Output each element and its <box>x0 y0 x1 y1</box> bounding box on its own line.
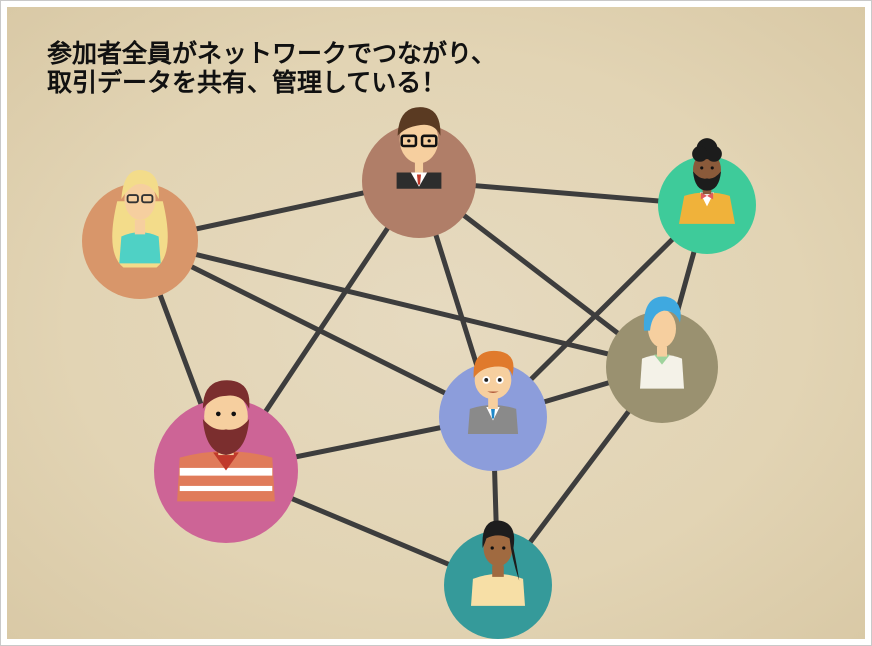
participant-node-left <box>82 170 198 299</box>
participant-node-bottom-left <box>154 380 298 543</box>
person-icon-woman-blue-hair <box>640 296 684 389</box>
slide-canvas: 参加者全員がネットワークでつながり、 取引データを共有、管理している！ <box>7 7 865 639</box>
slide-title-line-1: 参加者全員がネットワークでつながり、 <box>47 39 497 68</box>
person-icon-man-beard-bowtie <box>679 138 735 224</box>
person-icon-man-orange-hair-suit <box>467 350 519 434</box>
participant-node-top-center <box>362 107 476 238</box>
connection-line-left-center <box>137 238 496 420</box>
slide-title-line-2: 取引データを共有、管理している！ <box>47 68 447 97</box>
person-icon-woman-blonde-glasses <box>112 170 168 268</box>
slide-title: 参加者全員がネットワークでつながり、 取引データを共有、管理している！ <box>47 39 496 97</box>
person-icon-man-glasses-suit <box>396 107 442 189</box>
participant-node-top-right <box>658 138 756 254</box>
network-participants <box>82 107 756 639</box>
participant-node-center <box>439 350 547 471</box>
person-icon-woman-dark-hair <box>471 520 525 606</box>
network-diagram <box>82 107 756 639</box>
person-icon-man-beard-sweater <box>177 380 275 502</box>
participant-node-right <box>606 296 718 423</box>
participant-node-bottom <box>444 520 552 639</box>
connection-line-left-right <box>137 238 665 370</box>
